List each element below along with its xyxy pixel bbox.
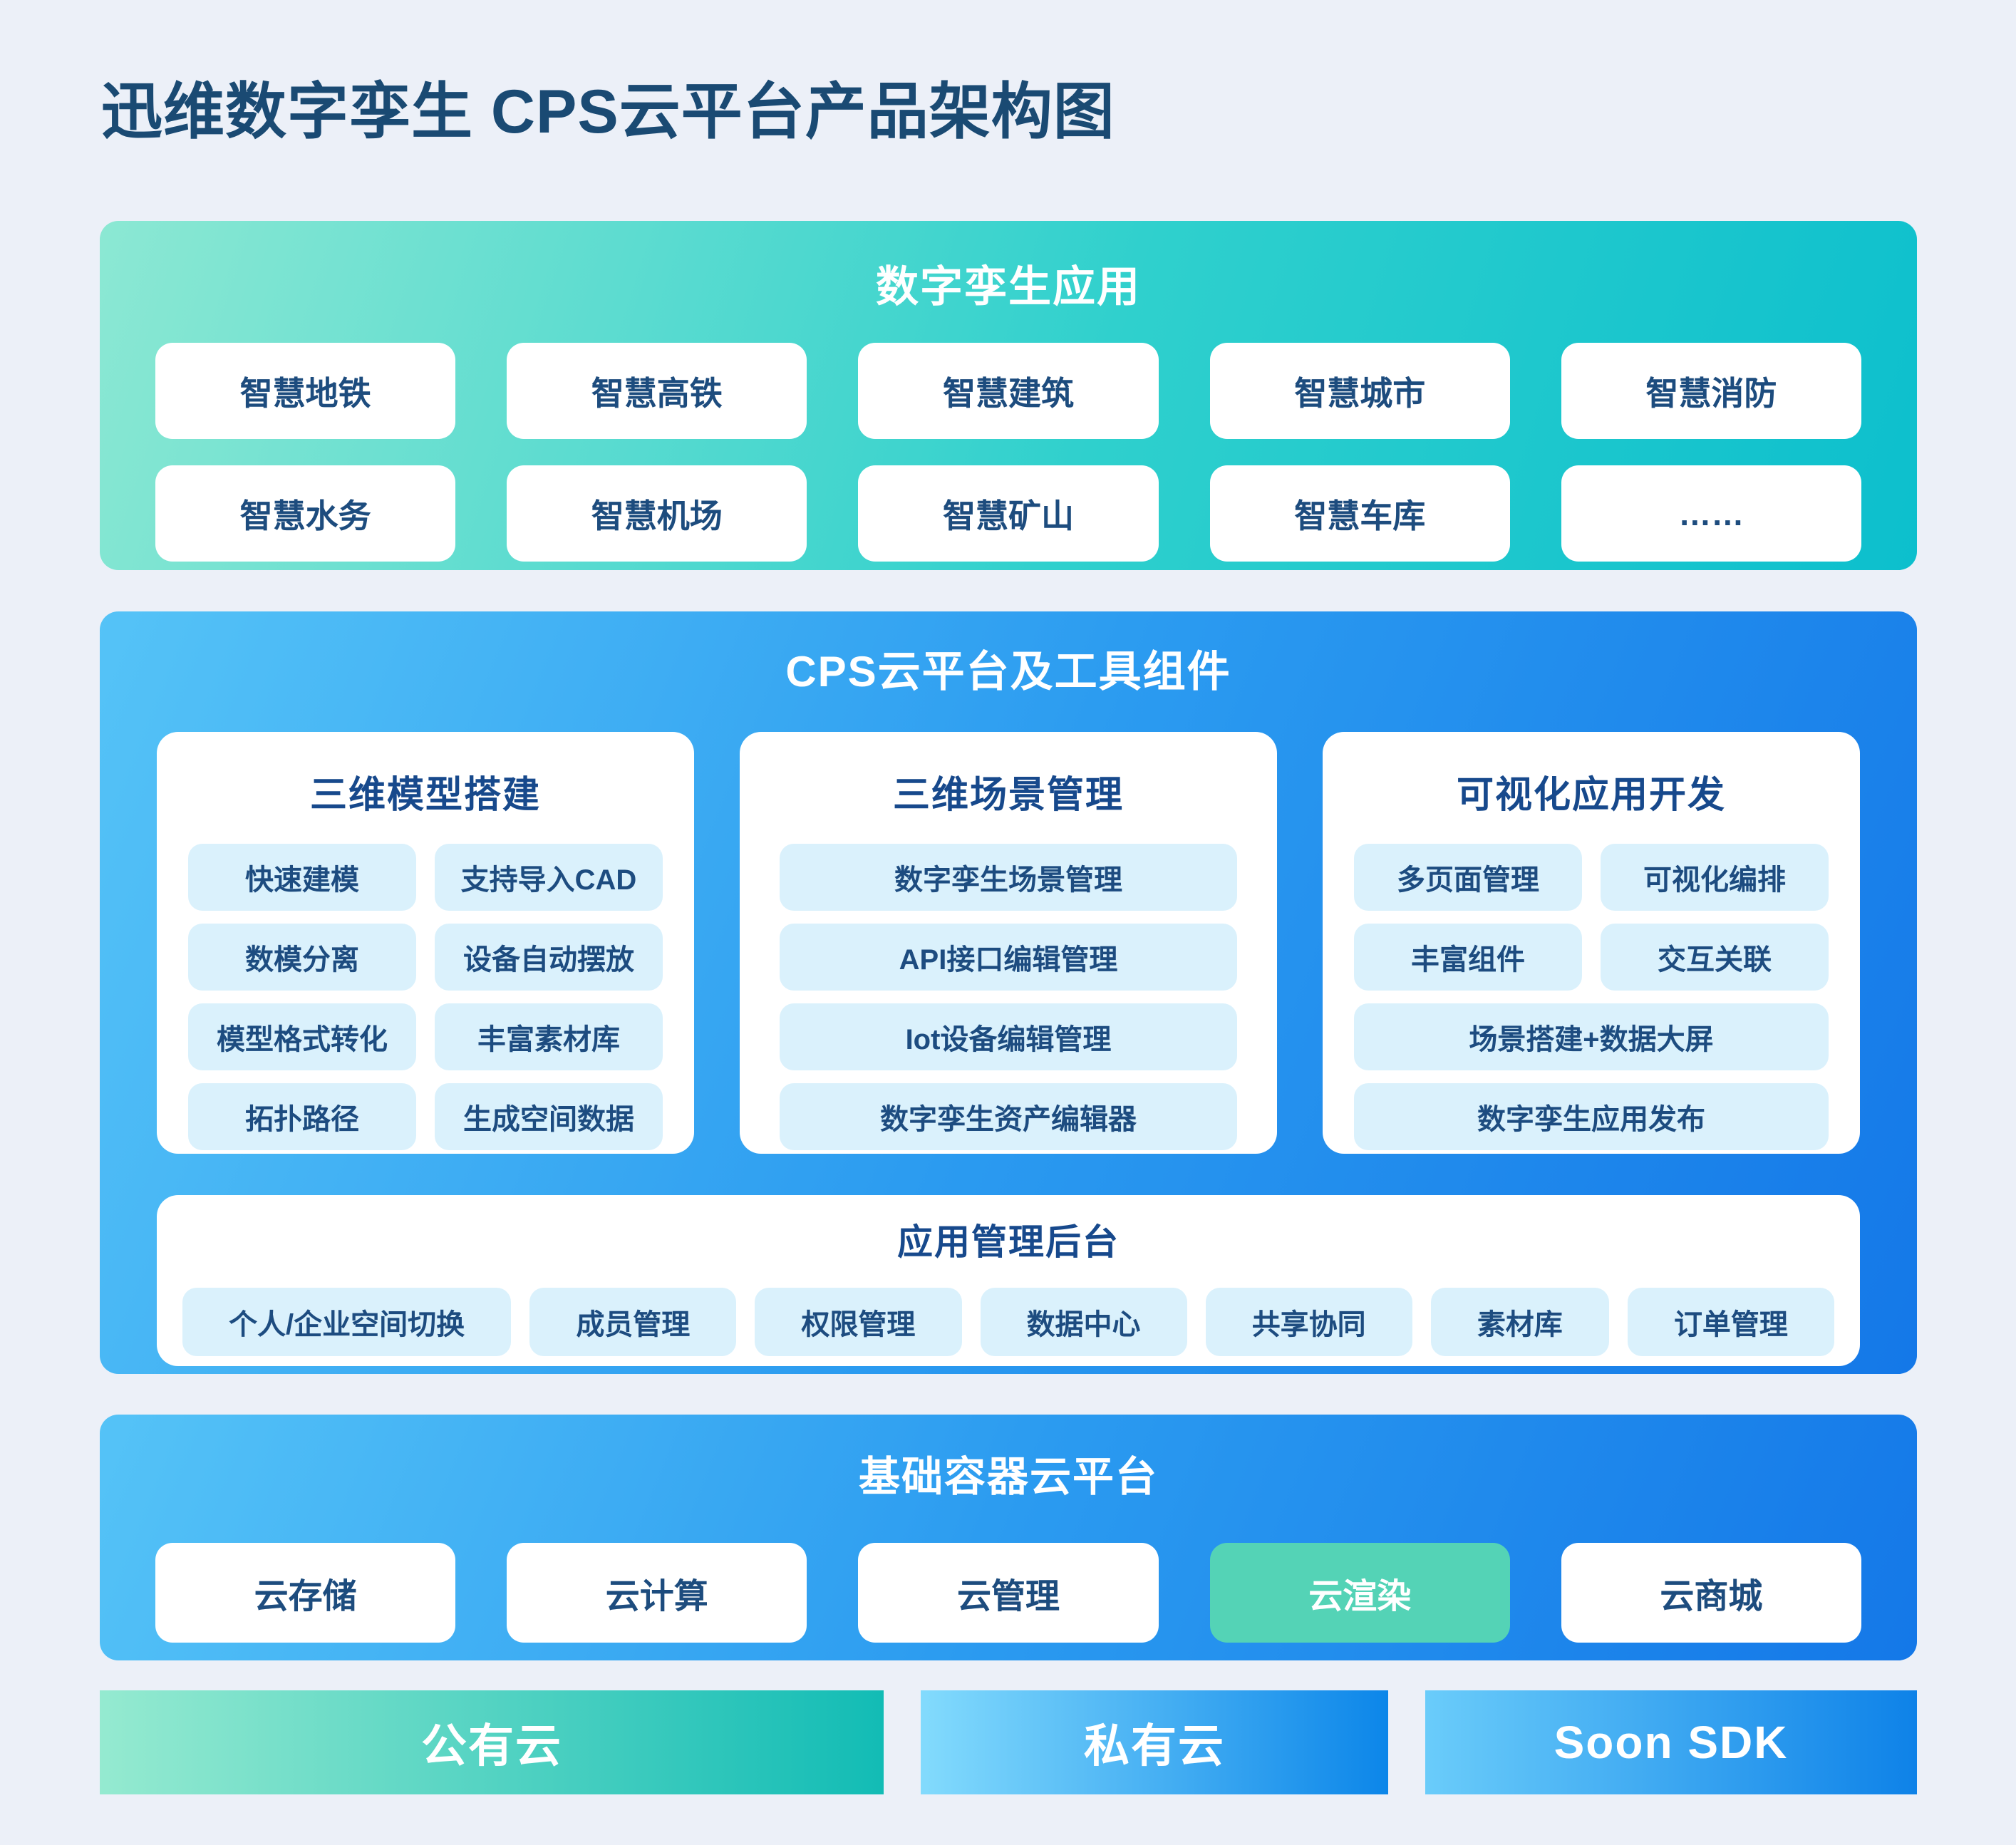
feature-pill-spatial-data: 生成空间数据 [435,1083,663,1150]
app-pill-smart-mine: 智慧矿山 [858,465,1159,562]
base-pill-cloud-computing: 云计算 [507,1543,807,1643]
card-feature-grid: 数字孪生场景管理 API接口编辑管理 Iot设备编辑管理 数字孪生资产编辑器 [771,844,1246,1150]
feature-pill-rapid-modeling: 快速建模 [188,844,416,911]
card-feature-grid: 多页面管理 可视化编排 丰富组件 交互关联 场景搭建+数据大屏 数字孪生应用发布 [1354,844,1829,1150]
admin-feature-row: 个人/企业空间切换 成员管理 权限管理 数据中心 共享协同 素材库 订单管理 [182,1288,1834,1356]
card-feature-grid: 快速建模 支持导入CAD 数模分离 设备自动摆放 模型格式转化 丰富素材库 拓扑… [188,844,663,1150]
section-base-container-cloud: 基础容器云平台 云存储 云计算 云管理 云渲染 云商城 [100,1415,1917,1660]
admin-pill-sharing-collaboration: 共享协同 [1205,1288,1412,1356]
feature-pill-visual-orchestration: 可视化编排 [1601,844,1829,911]
apps-grid: 智慧地铁 智慧高铁 智慧建筑 智慧城市 智慧消防 智慧水务 智慧机场 智慧矿山 … [155,343,1861,562]
section-platform-title: CPS云平台及工具组件 [785,648,1231,696]
feature-pill-model-data-separation: 数模分离 [188,924,416,991]
app-pill-smart-firefighting: 智慧消防 [1561,343,1861,439]
app-pill-smart-building: 智慧建筑 [858,343,1159,439]
app-pill-smart-highspeed-rail: 智慧高铁 [507,343,807,439]
deployment-bars: 公有云 私有云 Soon SDK [100,1690,1917,1794]
base-service-grid: 云存储 云计算 云管理 云渲染 云商城 [155,1543,1861,1643]
deploy-bar-private-cloud: 私有云 [921,1690,1388,1794]
feature-pill-iot-edit-management: Iot设备编辑管理 [780,1003,1237,1070]
admin-pill-permission-management: 权限管理 [755,1288,962,1356]
deploy-bar-public-cloud: 公有云 [100,1690,884,1794]
admin-backend-panel: 应用管理后台 个人/企业空间切换 成员管理 权限管理 数据中心 共享协同 素材库… [157,1195,1860,1366]
app-pill-smart-metro: 智慧地铁 [155,343,456,439]
card-title: 三维模型搭建 [309,775,541,816]
section-cps-platform: CPS云平台及工具组件 三维模型搭建 快速建模 支持导入CAD 数模分离 设备自… [100,611,1917,1374]
base-pill-cloud-storage: 云存储 [155,1543,456,1643]
app-pill-ellipsis: …… [1561,465,1861,562]
feature-pill-scene-plus-dashboard: 场景搭建+数据大屏 [1354,1003,1829,1070]
feature-pill-twin-asset-editor: 数字孪生资产编辑器 [780,1083,1237,1150]
section-base-title: 基础容器云平台 [858,1454,1158,1500]
card-title: 三维场景管理 [892,775,1124,816]
deploy-bar-soon-sdk: Soon SDK [1425,1690,1917,1794]
feature-pill-material-library: 丰富素材库 [435,1003,663,1070]
base-pill-cloud-rendering-highlighted: 云渲染 [1209,1543,1510,1643]
section-apps-title: 数字孪生应用 [876,263,1141,311]
app-pill-smart-airport: 智慧机场 [507,465,807,562]
feature-pill-interaction-linkage: 交互关联 [1601,924,1829,991]
card-title: 可视化应用开发 [1456,775,1726,816]
feature-pill-topology-path: 拓扑路径 [188,1083,416,1150]
admin-pill-data-center: 数据中心 [980,1288,1187,1356]
feature-pill-rich-components: 丰富组件 [1354,924,1582,991]
card-visual-app-development: 可视化应用开发 多页面管理 可视化编排 丰富组件 交互关联 场景搭建+数据大屏 … [1323,732,1860,1154]
feature-pill-twin-app-publish: 数字孪生应用发布 [1354,1083,1829,1150]
card-3d-model-building: 三维模型搭建 快速建模 支持导入CAD 数模分离 设备自动摆放 模型格式转化 丰… [157,732,694,1154]
page-title: 迅维数字孪生 CPS云平台产品架构图 [101,78,1115,146]
base-pill-cloud-mall: 云商城 [1561,1543,1861,1643]
app-pill-smart-city: 智慧城市 [1209,343,1510,439]
feature-pill-api-edit-management: API接口编辑管理 [780,924,1237,991]
admin-panel-title: 应用管理后台 [897,1222,1120,1262]
admin-pill-member-management: 成员管理 [529,1288,737,1356]
platform-cards: 三维模型搭建 快速建模 支持导入CAD 数模分离 设备自动摆放 模型格式转化 丰… [157,732,1860,1154]
feature-pill-auto-device-placement: 设备自动摆放 [435,924,663,991]
feature-pill-format-conversion: 模型格式转化 [188,1003,416,1070]
admin-pill-material-library: 素材库 [1430,1288,1609,1356]
app-pill-smart-garage: 智慧车库 [1209,465,1510,562]
feature-pill-twin-scene-management: 数字孪生场景管理 [780,844,1237,911]
base-pill-cloud-management: 云管理 [858,1543,1159,1643]
feature-pill-multipage-management: 多页面管理 [1354,844,1582,911]
admin-pill-order-management: 订单管理 [1627,1288,1834,1356]
feature-pill-cad-import: 支持导入CAD [435,844,663,911]
app-pill-smart-water: 智慧水务 [155,465,456,562]
card-3d-scene-management: 三维场景管理 数字孪生场景管理 API接口编辑管理 Iot设备编辑管理 数字孪生… [740,732,1277,1154]
admin-pill-space-switch: 个人/企业空间切换 [182,1288,512,1356]
section-digital-twin-apps: 数字孪生应用 智慧地铁 智慧高铁 智慧建筑 智慧城市 智慧消防 智慧水务 智慧机… [100,221,1917,570]
